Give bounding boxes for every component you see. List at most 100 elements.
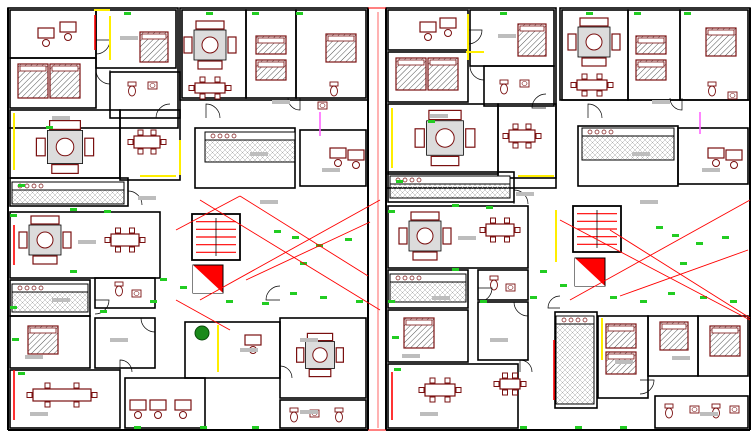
dimension-marker	[634, 12, 641, 15]
chair	[490, 236, 496, 243]
sink	[727, 91, 738, 100]
armchair	[227, 36, 237, 54]
pillow	[141, 33, 167, 40]
dimension-marker	[530, 296, 537, 299]
armchair	[465, 128, 476, 148]
dimension-marker	[180, 286, 187, 289]
basin	[521, 81, 528, 86]
dining-table	[32, 388, 92, 402]
burner	[31, 183, 37, 189]
dimension-marker	[640, 300, 647, 303]
desk	[419, 21, 437, 33]
toilet-tank	[499, 79, 509, 85]
basin	[133, 291, 140, 296]
armchair	[611, 33, 621, 51]
chair	[525, 142, 532, 149]
desk	[59, 21, 77, 33]
sink	[131, 289, 142, 298]
desk-chair	[154, 411, 162, 419]
pillow	[519, 25, 545, 32]
burner	[224, 133, 230, 139]
diagonal-guide-line	[569, 199, 751, 301]
room-tag	[260, 200, 278, 204]
diagonal-guide-line	[199, 199, 381, 311]
dimension-marker	[356, 300, 363, 303]
chair	[160, 139, 167, 145]
sofa	[32, 255, 58, 265]
diagonal-guide-line	[199, 199, 381, 301]
chair	[596, 90, 603, 97]
chair	[44, 382, 51, 389]
pillow	[711, 327, 739, 334]
chair	[73, 401, 80, 408]
chair	[581, 73, 588, 80]
door-swing	[119, 359, 133, 373]
chair	[479, 227, 486, 233]
dining-table	[508, 129, 536, 143]
round-table	[416, 227, 434, 245]
pillow	[51, 65, 79, 72]
pillow	[707, 29, 735, 36]
room-outline	[697, 315, 749, 377]
desk	[439, 17, 457, 29]
burner	[409, 177, 415, 183]
dimension-marker	[10, 214, 17, 217]
burner	[231, 133, 237, 139]
basin	[729, 93, 736, 98]
sofa	[308, 368, 332, 378]
desk	[329, 147, 347, 159]
sofa	[197, 60, 223, 70]
chair	[150, 129, 157, 136]
sink	[519, 79, 530, 88]
burner	[17, 285, 23, 291]
room-tag	[240, 348, 258, 352]
toilet-bowl	[128, 85, 136, 97]
chair	[199, 76, 206, 83]
room-outline	[627, 9, 681, 101]
dimension-marker	[46, 126, 53, 129]
toilet-bowl	[115, 285, 123, 297]
pillow	[637, 61, 665, 68]
chair	[512, 372, 518, 379]
burner	[217, 133, 223, 139]
room-outline	[387, 363, 519, 429]
counter	[11, 283, 89, 293]
room-tag	[300, 338, 318, 342]
room-tag	[30, 412, 48, 416]
dining-table	[133, 135, 161, 149]
desk-chair	[179, 411, 187, 419]
room-tag	[250, 152, 268, 156]
dimension-marker	[394, 368, 401, 371]
desk-chair	[712, 159, 720, 167]
room-outline	[95, 9, 177, 69]
diagonal-guide-line	[175, 195, 241, 231]
toilet-bowl	[330, 85, 338, 97]
room-tag	[300, 410, 318, 414]
burner	[568, 317, 574, 323]
room-tag	[52, 116, 70, 120]
sofa	[410, 211, 440, 221]
chair	[91, 392, 98, 398]
burner	[416, 275, 422, 281]
armchair	[414, 128, 425, 148]
toilet-tank	[289, 407, 299, 413]
door-swing	[155, 103, 171, 119]
dimension-marker	[290, 292, 297, 295]
dimension-marker	[226, 300, 233, 303]
room-outline	[387, 51, 469, 103]
pillow	[607, 353, 635, 360]
armchair	[442, 227, 452, 245]
room-tag	[25, 355, 43, 359]
chair	[596, 73, 603, 80]
burner	[31, 285, 37, 291]
sink	[729, 405, 740, 414]
counter	[11, 181, 125, 191]
toilet-tank	[329, 81, 339, 87]
room-outline	[387, 269, 469, 309]
room-outline	[279, 399, 367, 429]
toilet-tank	[114, 281, 124, 287]
desk	[725, 149, 743, 161]
dimension-marker	[252, 12, 259, 15]
chair	[607, 82, 614, 88]
chair	[429, 377, 436, 384]
